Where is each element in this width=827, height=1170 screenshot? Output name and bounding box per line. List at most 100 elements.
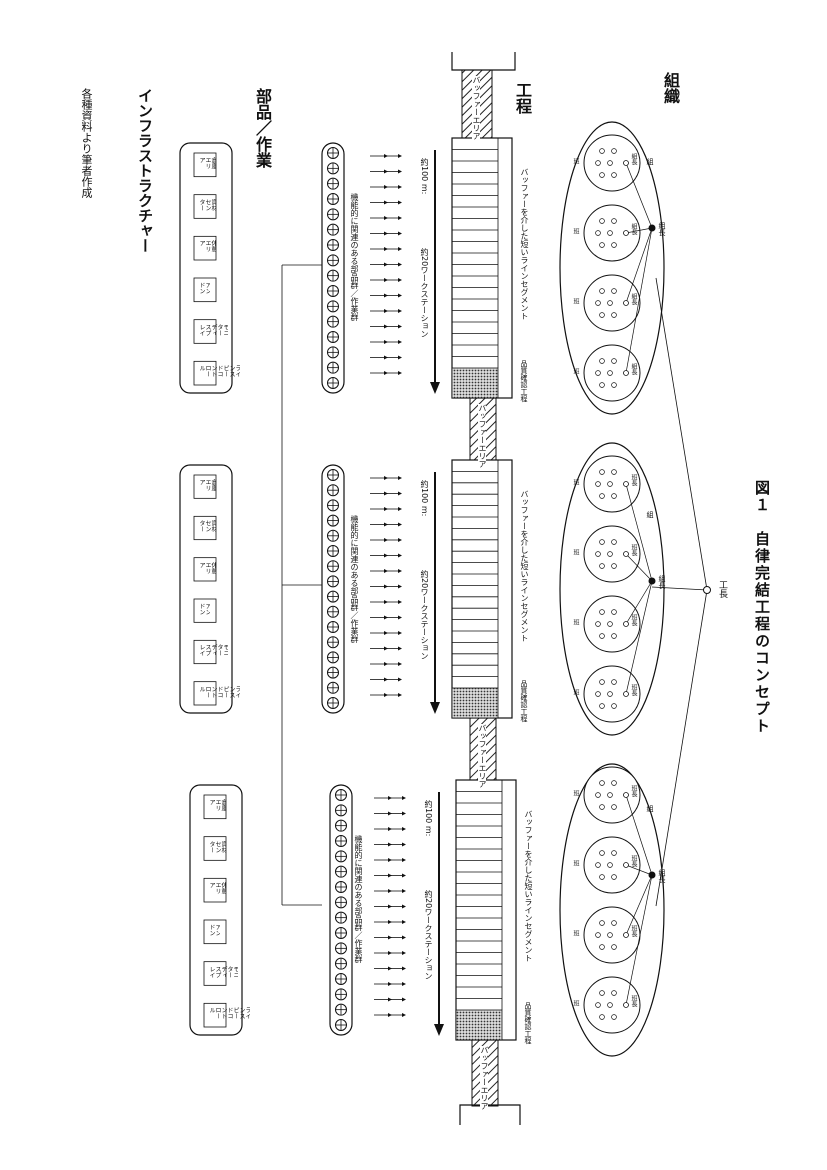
team-member-node (595, 160, 601, 166)
team-member-node (611, 633, 617, 639)
team-label-3-1: 班 (572, 790, 579, 796)
infra-item-box (193, 639, 217, 665)
team-member-node (599, 539, 605, 545)
feed-arrowhead (398, 584, 402, 589)
feed-arrowhead (398, 476, 402, 480)
flow-arrowhead-1 (430, 382, 440, 394)
org-ellipse-1 (559, 121, 665, 415)
team-member-node (607, 932, 613, 938)
feed-arrowhead (398, 231, 402, 236)
team-label-1-3: 班 (572, 298, 579, 304)
feed-arrowhead (398, 538, 402, 542)
team-leader-node (623, 551, 629, 557)
quality-check-area-1 (451, 367, 499, 399)
team-member-node (599, 874, 605, 880)
team-link (625, 874, 653, 1006)
feed-arrowhead (402, 873, 406, 878)
length-label-2: 約100 m: (420, 480, 429, 517)
team-link (625, 227, 653, 374)
feed-arrowhead (398, 340, 402, 344)
team-member-node (611, 920, 617, 926)
parts-label: 部品／作業 (253, 88, 272, 168)
team-member-node (607, 691, 613, 697)
team-leader-label-2-1: 班長 (630, 474, 637, 486)
team-leader-node (623, 932, 629, 938)
team-member-node (611, 679, 617, 685)
line-segment-3 (455, 779, 517, 1041)
quality-check-label-2: 品質確認工程 (520, 680, 528, 722)
feed-arrowhead (402, 935, 406, 940)
stations-label-3: 約20ワークステーション (424, 890, 433, 981)
feed-arrowhead (398, 507, 402, 511)
group-leader-label-3: 組長 (658, 869, 666, 883)
feed-arrowhead (398, 293, 402, 298)
infra-item-1-4: アンドン (198, 282, 210, 294)
infra-item-1-2: 資材センター (198, 198, 216, 211)
quality-check-area-3 (455, 1009, 503, 1041)
team-link (625, 864, 653, 876)
team-member-node (595, 370, 601, 376)
team-member-node (611, 469, 617, 475)
team-leader-node (623, 230, 629, 236)
infra-item-2-5: モニターディスプレイ (198, 644, 228, 657)
feed-arrowhead (402, 858, 406, 862)
team-member-node (595, 792, 601, 798)
line-end-cap-top (451, 52, 516, 71)
team-member-node (611, 172, 617, 178)
team-member-node (599, 920, 605, 926)
infra-item-box (203, 919, 227, 945)
process-label: 工程 (513, 82, 532, 114)
team-member-node (611, 312, 617, 318)
team-member-node (607, 300, 613, 306)
org-ellipse-2 (559, 442, 665, 736)
stations-label-2: 約20ワークステーション (420, 570, 429, 661)
team-leader-label-3-4: 班長 (630, 995, 637, 1007)
team-label-1-2: 班 (572, 228, 579, 234)
feed-arrowhead (402, 904, 406, 909)
team-member-node (607, 370, 613, 376)
infra-item-box (203, 1002, 227, 1028)
foreman-label: 工長 (717, 580, 727, 598)
team-leader-node (623, 691, 629, 697)
feed-arrowhead (398, 615, 402, 620)
infra-item-box (203, 794, 227, 820)
infra-item-2-4: アンドン (198, 603, 210, 615)
feed-arrowhead (398, 278, 402, 282)
infra-item-box (193, 557, 217, 582)
line-end-cap-bottom (459, 1104, 521, 1125)
parts-group-capsule-1 (321, 142, 345, 394)
team-member-node (599, 633, 605, 639)
team-member-node (595, 300, 601, 306)
feed-arrowhead (402, 951, 406, 955)
feed-arrowhead (398, 693, 402, 697)
team-member-node (611, 850, 617, 856)
infra-item-3-2: 資材センター (208, 840, 226, 853)
parts-group-label-2: 機能的に関連のある部品群／作業群 (350, 515, 359, 643)
infra-item-box (193, 598, 217, 623)
feed-arrowhead (398, 553, 402, 558)
infra-item-box (193, 360, 217, 386)
feed-arrowhead (402, 920, 406, 924)
feed-arrowhead (402, 796, 406, 800)
infrastructure-box-2 (179, 464, 233, 714)
feed-arrowhead (398, 262, 402, 267)
team-leader-label-1-1: 組長 (630, 153, 637, 165)
team-member-node (611, 382, 617, 388)
team-leader-node (623, 1002, 629, 1008)
team-leader-label-1-3: 組長 (630, 293, 637, 305)
team-member-node (611, 1014, 617, 1020)
feed-arrowhead (398, 169, 402, 174)
parts-group-label-1: 機能的に関連のある部品群／作業群 (350, 193, 359, 321)
infra-item-box (193, 681, 217, 706)
feed-arrowhead (398, 677, 402, 682)
feed-arrowhead (402, 982, 406, 986)
team-member-node (611, 944, 617, 950)
infra-item-2-6: ラインスピードコントロール (198, 685, 240, 698)
feed-arrowhead (402, 842, 406, 847)
infra-item-3-4: アンドン (208, 924, 220, 936)
org-ellipse-3 (559, 763, 665, 1057)
team-member-node (611, 703, 617, 709)
team-member-node (599, 382, 605, 388)
parts-group-capsule-3 (329, 784, 353, 1036)
